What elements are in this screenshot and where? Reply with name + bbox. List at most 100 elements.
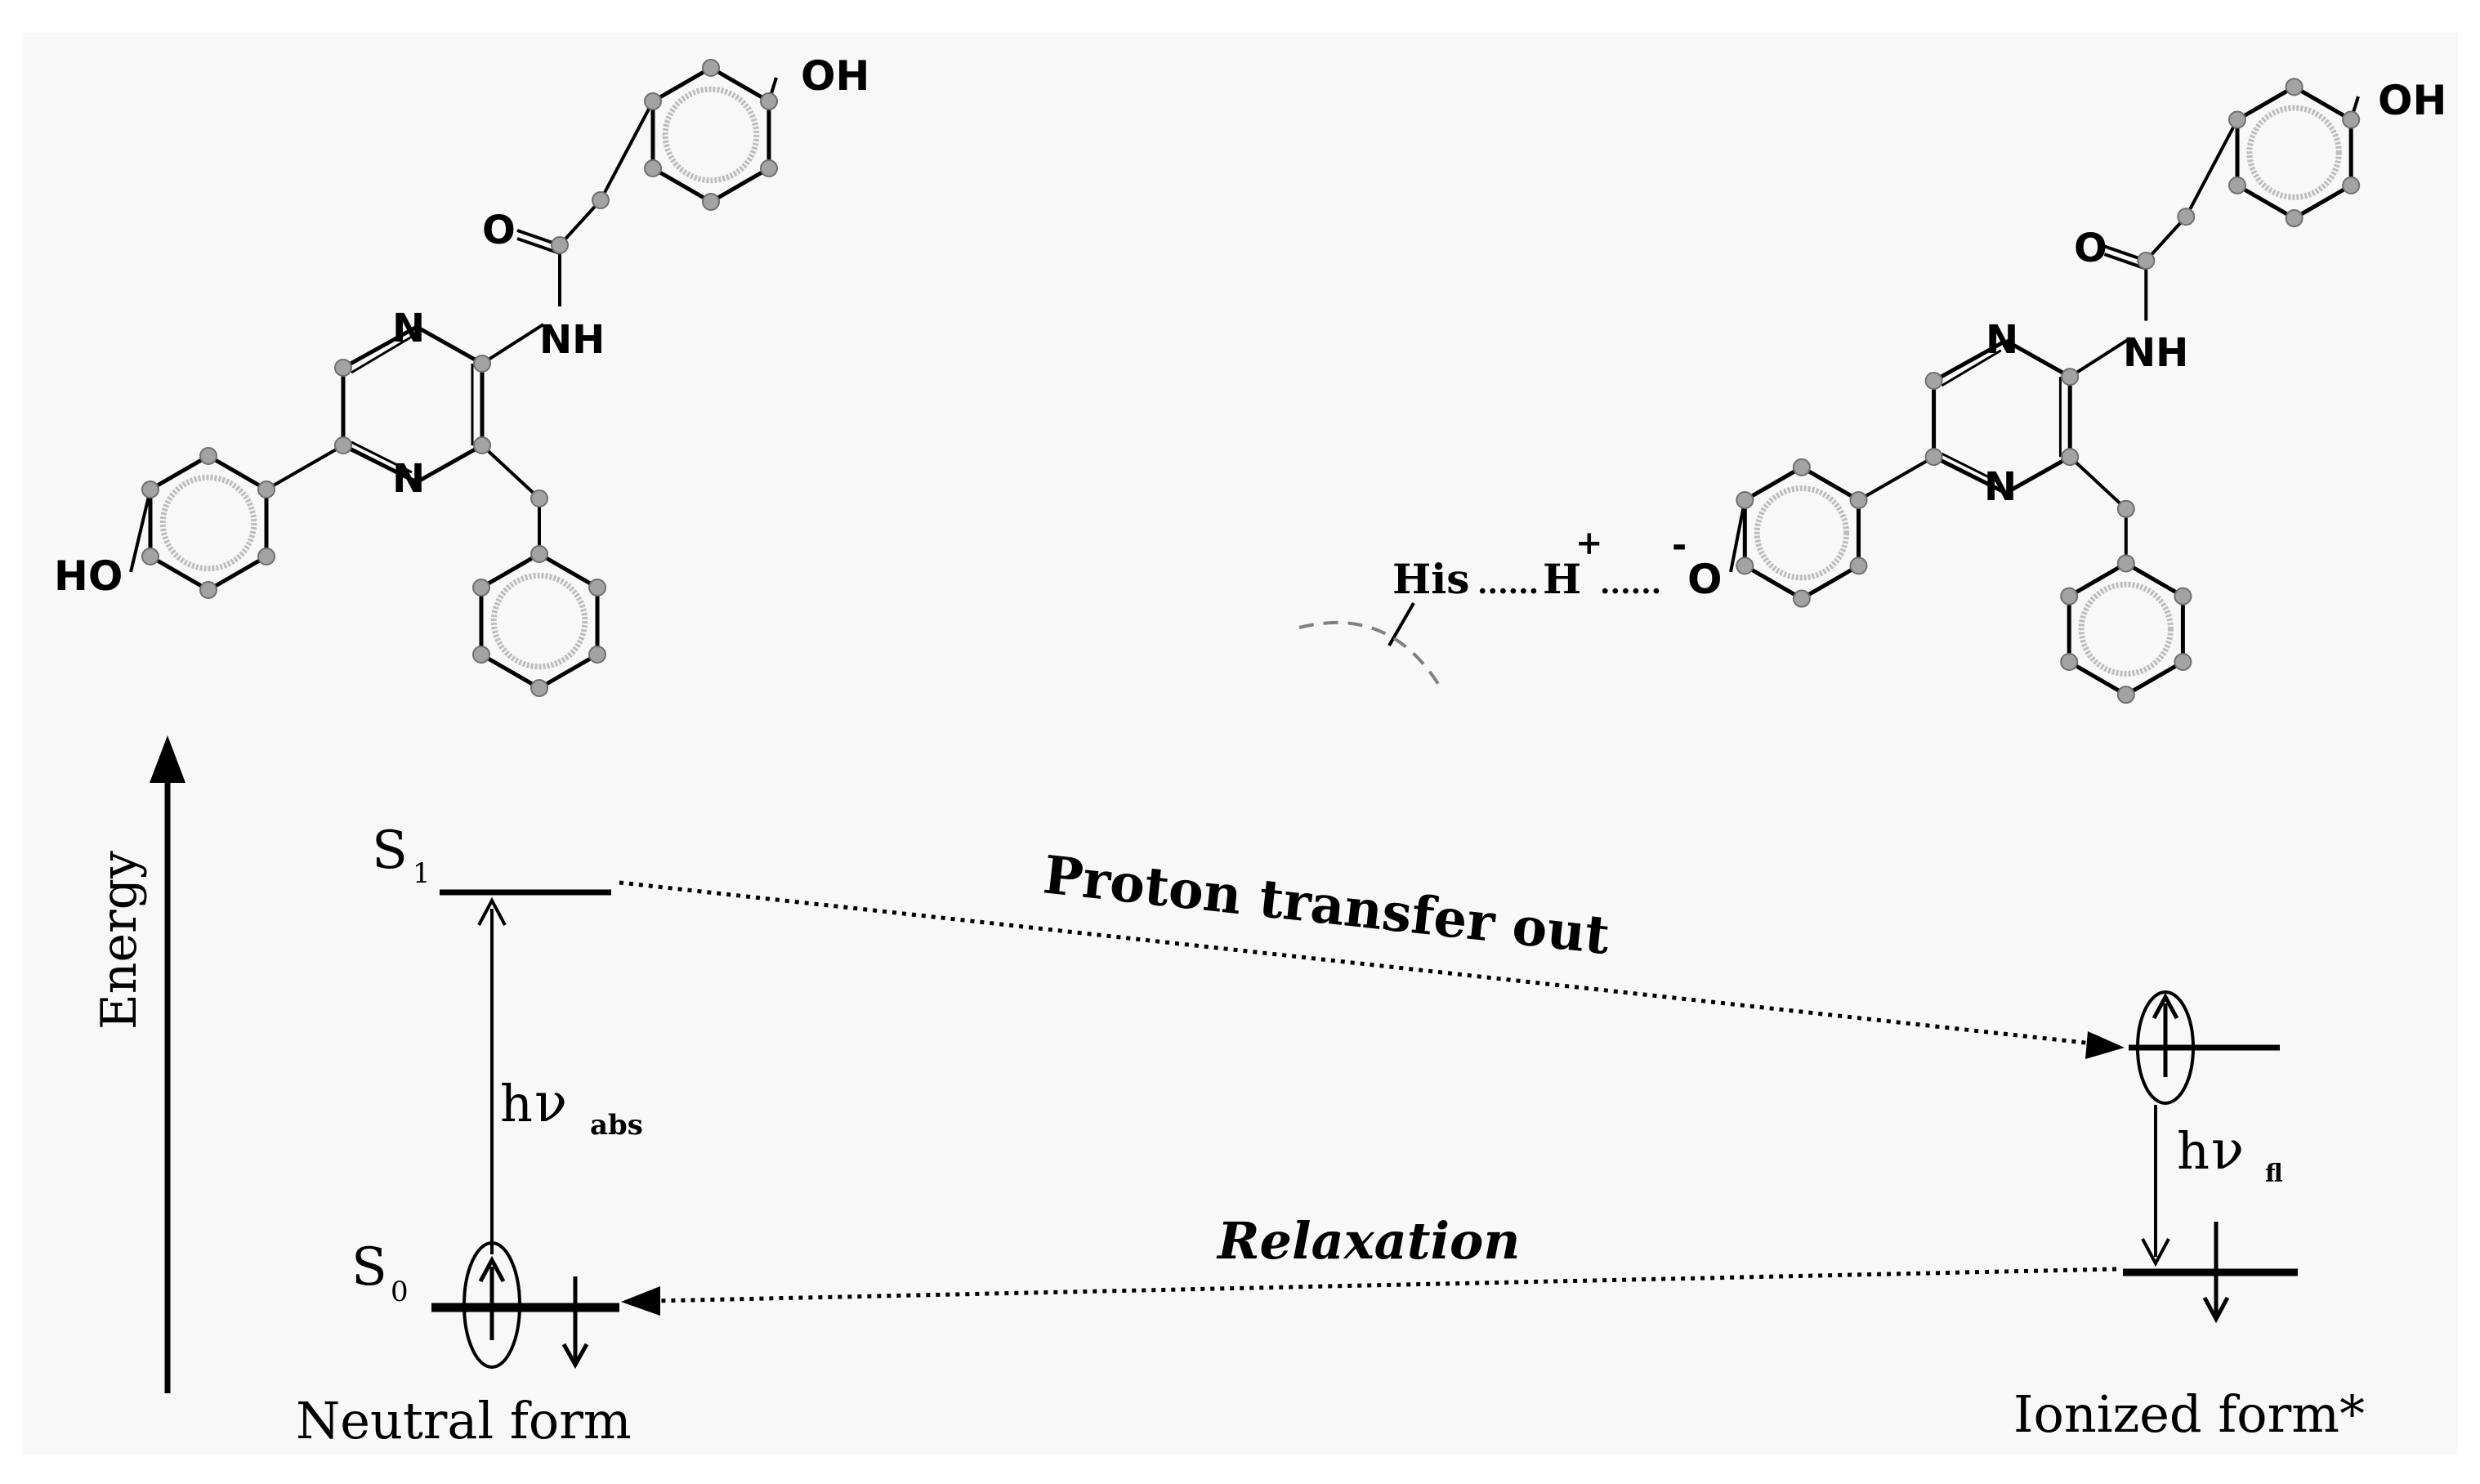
nh-pyrazine-bond	[480, 323, 545, 365]
left-phenol-ring-atom	[199, 447, 217, 465]
left-phenol-ring-atom	[257, 481, 276, 498]
pyrazine-bond	[415, 324, 484, 366]
s0-electron-down-arrowhead	[561, 1343, 589, 1370]
ionized-molecule-atoms	[1736, 78, 2361, 704]
s0-electron-up-arrowhead	[478, 1255, 506, 1283]
benzyl-ring-bond	[2125, 659, 2184, 697]
top-phenol-ring-atom	[2342, 110, 2361, 129]
diagram-panel	[23, 33, 2458, 1455]
benzyl-ring-bond	[538, 652, 599, 691]
neutral-nh-label: NH	[539, 317, 605, 363]
benzyl-ring-atom	[2116, 686, 2135, 704]
s1-level-subscript: 1	[413, 857, 431, 890]
benzyl-ch2-atom	[2116, 499, 2135, 518]
left-phenol-ring-aromatic-circle	[159, 474, 257, 572]
ch2-bond	[2184, 118, 2239, 218]
benzyl-ch2-atom	[530, 489, 548, 507]
pyrazine-atom	[2061, 448, 2080, 467]
neutral-form-molecule: OH O NH N N HO	[54, 52, 869, 697]
benzyl-ring-atom	[471, 646, 490, 664]
benzyl-ring-atom	[2060, 587, 2079, 606]
benzyl-ring-atom	[2174, 587, 2192, 606]
top-phenol-ring-atom	[760, 159, 779, 177]
top-phenol-ring-atom	[702, 193, 720, 211]
benzyl-ring-bond	[480, 552, 541, 590]
benzyl-ring-bond	[538, 552, 599, 590]
benzyl-ring-atom	[2116, 554, 2135, 573]
fluorescence-subscript: fl	[2265, 1160, 2283, 1188]
top-phenol-ring-aromatic-circle	[2246, 105, 2342, 200]
benzyl-ring-atom	[2174, 652, 2192, 671]
ionized-excited-electron-up-arrowhead	[2152, 992, 2179, 1020]
top-phenol-ring-atom	[2228, 110, 2247, 129]
ionized-form-label: Ionized form*	[2013, 1384, 2365, 1444]
neutral-carbonyl-o-label: O	[482, 208, 516, 253]
proton-transfer-arrowhead	[2085, 1031, 2125, 1059]
left-phenol-ring-bond	[1800, 465, 1860, 503]
top-phenol-ring-bond	[2236, 183, 2295, 221]
pyrazine-double-bond	[351, 440, 413, 474]
pyrazine-bond	[1933, 454, 2007, 495]
ionized-n-top-label: N	[1986, 317, 2018, 363]
ionized-n-bottom-label: N	[1984, 464, 2017, 510]
pyrazine-bond	[342, 443, 418, 485]
left-phenol-ring-atom	[1849, 556, 1868, 575]
top-phenol-ring-atom	[2285, 78, 2303, 96]
pyrazine-bond	[415, 443, 484, 485]
benzyl-ring-atom	[530, 545, 548, 563]
top-phenol-ring-atom	[643, 159, 662, 177]
neutral-form-label: Neutral form	[296, 1391, 632, 1450]
ionized-minus-sign: -	[1672, 525, 1687, 566]
top-phenol-ring-atom	[643, 92, 662, 110]
relaxation-arrowhead	[621, 1286, 660, 1316]
neutral-energy-levels: S 1 S 0 h ν abs	[351, 820, 643, 1370]
top-phenol-ring-bond	[2293, 85, 2353, 122]
ionized-excited-electron-ellipse	[2136, 990, 2195, 1105]
neutral-ho-label: HO	[54, 552, 123, 600]
ch2-bond	[599, 101, 655, 201]
fluorescence-h: h	[2177, 1121, 2210, 1181]
left-ho-bond	[129, 489, 152, 573]
s0-level-label: S	[351, 1237, 387, 1298]
top-phenol-ring-aromatic-circle	[662, 86, 760, 184]
benzyl-ring-bond	[480, 652, 541, 691]
carbonyl-c-bond	[558, 199, 602, 247]
top-phenol-ring-bond	[651, 65, 713, 104]
ionized-energy-levels: h ν fl	[2123, 990, 2298, 1324]
neutral-molecule-atoms	[141, 59, 779, 697]
absorption-arrowhead	[477, 896, 507, 926]
carbonyl-o-double-bond	[516, 237, 561, 255]
benzyl-ring-bond	[2125, 561, 2184, 598]
carbonyl-carbon-atom	[2137, 252, 2156, 270]
top-phenol-ring-atom	[702, 59, 720, 77]
absorption-h: h	[500, 1074, 533, 1133]
pyrazine-atom	[1924, 448, 1943, 467]
left-phenol-ring-atom	[1792, 589, 1811, 608]
neutral-oh-label: OH	[801, 52, 869, 100]
benzyl-ch2-bond	[480, 444, 541, 500]
benzyl-ring-aromatic-circle	[490, 572, 588, 670]
left-phenol-ring-atom	[141, 548, 159, 565]
ionized-ground-electron-down-arrowhead	[2202, 1296, 2230, 1324]
benzyl-ring-atom	[530, 679, 548, 697]
proton-transfer-dotted-arrow	[619, 880, 2101, 1047]
his-residue-label: His	[1392, 555, 1469, 603]
pyrazine-double-bond	[1941, 452, 2002, 485]
left-phenol-ring-bond	[1744, 465, 1803, 503]
top-phenol-ring-bond	[709, 65, 771, 104]
absorption-nu: ν	[534, 1071, 567, 1134]
left-phenol-ring-atom	[257, 548, 276, 565]
s0-electron-ellipse	[462, 1241, 521, 1369]
absorption-subscript: abs	[590, 1109, 643, 1142]
top-phenol-ring-atom	[2342, 176, 2361, 194]
pyrazine-atom	[2061, 368, 2080, 387]
ionized-oh-label: OH	[2378, 77, 2446, 124]
s1-level-label: S	[372, 820, 408, 881]
ionized-carbonyl-o-label: O	[2074, 226, 2107, 271]
benzyl-ring-atom	[2060, 652, 2079, 671]
pyrazine-bond	[342, 324, 418, 370]
ionized-nh-label: NH	[2123, 330, 2188, 376]
top-phenol-ring-atom	[2228, 176, 2247, 194]
protein-backbone-dashed	[1298, 620, 1441, 688]
